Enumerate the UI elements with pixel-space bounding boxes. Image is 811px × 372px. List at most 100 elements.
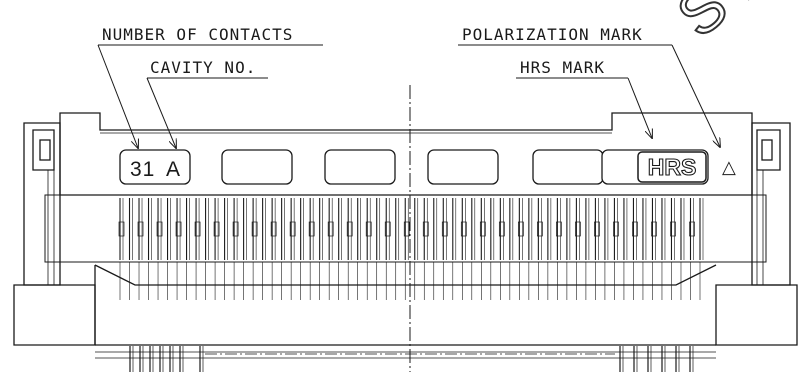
contact-pin [338, 198, 342, 300]
leader-polarization-mark [671, 44, 720, 147]
svg-text:S D: S D [665, 0, 789, 51]
contact-pin [308, 198, 315, 300]
contact-pin [281, 198, 285, 300]
label-polarization-mark: POLARIZATION MARK [458, 25, 720, 147]
contact-pin [433, 198, 438, 300]
contact-count-marking: 31 [130, 158, 155, 181]
bottom-lead [647, 346, 652, 372]
contact-pin [118, 198, 125, 300]
contact-pin [585, 198, 590, 300]
hrs-logo: HRS [637, 151, 707, 183]
contact-pin [376, 198, 381, 300]
bottom-lead [199, 346, 204, 372]
contact-pin [166, 198, 171, 300]
contact-pin [490, 198, 495, 300]
bottom-lead [169, 346, 174, 372]
contact-pin [205, 198, 209, 300]
bottom-lead [139, 346, 144, 372]
contact-pin [594, 198, 600, 300]
cavity-marking: A [166, 158, 181, 181]
contact-pin [452, 198, 457, 300]
contact-pin [186, 198, 190, 300]
contact-pin [128, 198, 133, 300]
svg-text:HRS MARK: HRS MARK [520, 58, 605, 77]
bottom-lead [129, 346, 134, 372]
contact-pin [441, 198, 448, 300]
marking-cavities [119, 149, 709, 185]
contact-pin [270, 198, 277, 300]
contact-pin [632, 198, 638, 300]
label-number-of-contacts: NUMBER OF CONTACTS [97, 25, 323, 148]
leader-cavity-no [146, 77, 176, 148]
contact-pin [243, 198, 247, 300]
contact-pin [384, 198, 391, 300]
label-hrs-mark: HRS MARK [516, 58, 652, 138]
contact-pin [604, 198, 609, 300]
contact-pin [537, 198, 543, 300]
cavity-blank-2 [324, 149, 396, 185]
contact-pin [175, 198, 182, 300]
cavity-blank-3 [427, 149, 499, 185]
contact-pin [479, 198, 486, 300]
contact-pin [289, 198, 296, 300]
leader-number-of-contacts [97, 44, 138, 148]
bottom-lead [661, 346, 666, 372]
cavity-blank-4 [532, 149, 604, 185]
contact-pin [251, 198, 258, 300]
contact-pin [566, 198, 571, 300]
contact-pin [528, 198, 533, 300]
contact-pin [194, 198, 201, 300]
contact-pin [327, 198, 334, 300]
contact-pin [613, 198, 619, 300]
contact-pin [213, 198, 220, 300]
svg-text:HRS: HRS [648, 154, 697, 180]
bottom-lead [675, 346, 680, 372]
contact-pin [147, 198, 152, 300]
bottom-lead [689, 346, 694, 372]
contact-pin [460, 198, 467, 300]
bottom-leads [129, 346, 694, 372]
polarization-triangle-icon: △ [722, 157, 736, 178]
bottom-lead [159, 346, 164, 372]
contact-pin [422, 198, 429, 300]
contact-pin [395, 198, 400, 300]
contact-pin [365, 198, 372, 300]
contact-pin [642, 198, 647, 300]
contact-pin [471, 198, 476, 300]
contact-pin [509, 198, 514, 300]
bottom-lead [149, 346, 154, 372]
svg-text:NUMBER OF CONTACTS: NUMBER OF CONTACTS [102, 25, 293, 44]
cavity-number [119, 149, 191, 185]
contact-pin [137, 198, 144, 300]
bottom-lead [619, 346, 624, 372]
contact-pin [414, 198, 419, 300]
contact-pin [319, 198, 323, 300]
contact-pin [699, 198, 704, 300]
contact-pin [357, 198, 362, 300]
contact-pin [556, 198, 562, 300]
contact-pin [346, 198, 353, 300]
contact-pin [661, 198, 666, 300]
contact-pin [403, 198, 410, 300]
bottom-lead [179, 346, 184, 372]
contact-pin [300, 198, 304, 300]
contact-pin [689, 198, 695, 300]
contact-pin [224, 198, 228, 300]
label-cavity-no: CAVITY NO. [146, 58, 268, 148]
contact-pin [262, 198, 266, 300]
contact-pin [498, 198, 505, 300]
svg-text:POLARIZATION MARK: POLARIZATION MARK [462, 25, 643, 44]
contact-pin [670, 198, 676, 300]
contact-pin [651, 198, 657, 300]
contact-pin [156, 198, 163, 300]
contact-pin [680, 198, 685, 300]
cavity-blank-1 [221, 149, 293, 185]
watermark: S D [664, 0, 790, 52]
bottom-lead [633, 346, 638, 372]
contact-pin [232, 198, 239, 300]
contact-pins [118, 198, 704, 300]
contact-pin [547, 198, 552, 300]
svg-text:CAVITY NO.: CAVITY NO. [150, 58, 256, 77]
contact-pin [575, 198, 581, 300]
